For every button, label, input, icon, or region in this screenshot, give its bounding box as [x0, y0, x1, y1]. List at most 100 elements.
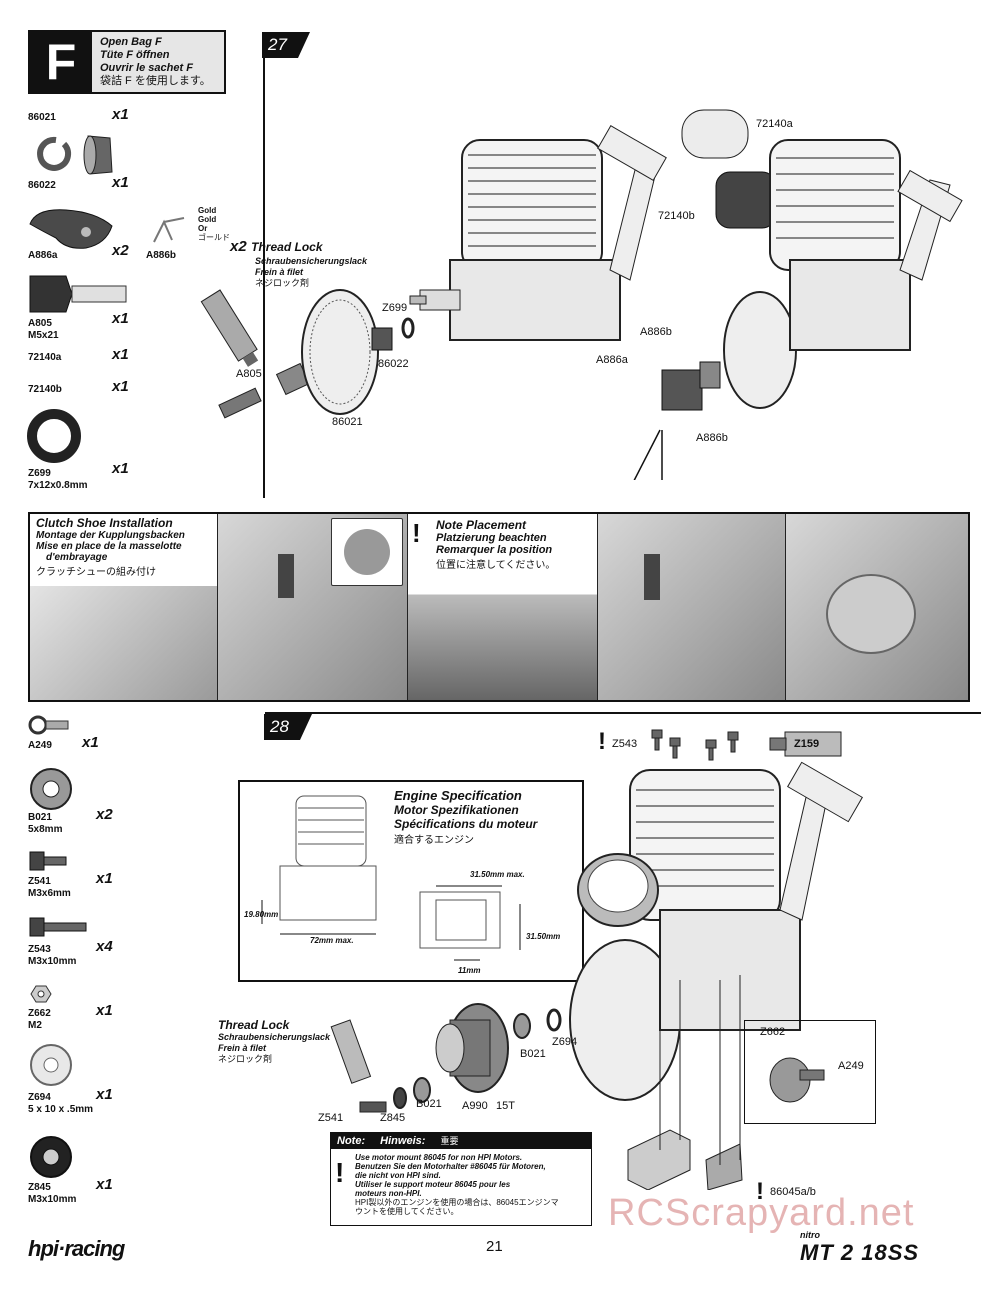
callout-a249: A249	[838, 1060, 864, 1072]
threadlock-28-jp: ネジロック剤	[218, 1054, 273, 1064]
part-code-a886a: A886a	[28, 250, 58, 261]
clutch-de: Montage der Kupplungsbacken	[36, 530, 185, 541]
engine-spec-title-block: Engine Specification Motor Spezifikation…	[394, 788, 537, 846]
note-placement-fr: Remarquer la position	[436, 544, 553, 556]
note-de2: die nicht von HPI sind.	[355, 1171, 441, 1180]
a805-code: A805	[28, 318, 52, 329]
engine-spec-box: Engine Specification Motor Spezifikation…	[238, 780, 584, 982]
note-placement-block: Note Placement Platzierung beachten Rema…	[436, 518, 555, 571]
note-de1: Benutzen Sie den Motorhalter #86045 für …	[355, 1162, 546, 1171]
part-qty-86021: x1	[112, 106, 129, 123]
threadlock-qty: x2	[230, 238, 247, 255]
part-86021-86022-icon	[37, 135, 113, 175]
part-code-z662: Z662 M2	[28, 1008, 51, 1032]
part-qty-z699: x1	[112, 460, 129, 477]
threadlock-27: x2 Thread Lock Schraubensicherungslack F…	[230, 238, 367, 289]
threadlock-title: Thread Lock	[251, 240, 323, 254]
gold-de: Gold	[198, 215, 217, 224]
part-qty-86022: x1	[112, 174, 129, 191]
a805-nut-icon	[218, 362, 311, 419]
threadlock-28-de: Schraubensicherungslack	[218, 1032, 331, 1042]
bag-line-en: Open Bag F	[100, 36, 162, 48]
part-code-a805: A805 M5x21	[28, 318, 59, 342]
callout-a886b-bottom: A886b	[696, 432, 728, 444]
note-fr2: moteurs non-HPI.	[355, 1189, 422, 1198]
note-placement-jp: 位置に注意してください。	[436, 560, 556, 571]
flywheel-icon	[301, 289, 379, 415]
engine-left-icon	[409, 125, 667, 341]
threadlock-28-title: Thread Lock	[218, 1018, 290, 1032]
step-27-illustration	[200, 109, 963, 480]
part-code-z541: Z541 M3x6mm	[28, 876, 71, 900]
dim-base: 11mm	[458, 966, 481, 975]
callout-a886a: A886a	[596, 354, 628, 366]
clutch-photo	[30, 586, 217, 700]
part-code-z699: Z699 7x12x0.8mm	[28, 468, 88, 492]
clutch-bell-icon	[435, 1003, 509, 1093]
note-box: Note: Hinweis: 重要 ! Use motor mount 8604…	[330, 1132, 592, 1226]
gold-jp: ゴールド	[198, 233, 230, 242]
throttle-arm-icon	[769, 1057, 825, 1103]
z699-size: 7x12x0.8mm	[28, 480, 88, 491]
callout-z699: Z699	[382, 302, 408, 314]
part-code-z694: Z694 5 x 10 x .5mm	[28, 1092, 93, 1116]
z699-code: Z699	[28, 468, 51, 479]
clutch-shoe-assembly-icon	[661, 361, 721, 411]
z543-code: Z543	[28, 944, 51, 955]
collet-icon	[371, 327, 393, 351]
engine-spec-jp: 適合するエンジン	[394, 835, 474, 846]
part-code-z543: Z543 M3x10mm	[28, 944, 76, 968]
throttle-detail-box	[744, 1020, 876, 1124]
part-qty-a886a: x2	[112, 242, 129, 259]
clutch-fr2: d'embrayage	[46, 552, 108, 563]
note-placement-title: Note Placement	[436, 518, 527, 532]
gold-fr: Or	[198, 224, 208, 233]
threadlock-tube-icon	[200, 289, 259, 367]
note-jp1: HPI製以外のエンジンを使用の場合は、86045エンジンマ	[355, 1198, 559, 1207]
part-qty-z845: x1	[96, 1176, 113, 1193]
inset-rotate-icon	[331, 518, 403, 586]
callout-86022: 86022	[378, 358, 409, 370]
clutch-title: Clutch Shoe Installation	[36, 516, 173, 530]
washer-icon	[27, 409, 81, 463]
callout-72140b: 72140b	[658, 210, 695, 222]
clutch-jp: クラッチシューの組み付け	[36, 567, 156, 578]
callout-z845: Z845	[380, 1112, 406, 1124]
dim-side: 31.50mm	[526, 932, 561, 941]
dim-width: 31.50mm max.	[470, 870, 525, 879]
part-qty-a805: x1	[112, 310, 129, 327]
gold-label: Gold Gold Or ゴールド	[198, 206, 230, 242]
threadlock-jp: ネジロック剤	[255, 278, 310, 288]
note-body: Use motor mount 86045 for non HPI Motors…	[355, 1153, 559, 1216]
dim-length: 72mm max.	[310, 936, 354, 945]
bag-line-jp: 袋詰 F を使用します。	[100, 75, 211, 87]
part-qty-72140a: x1	[112, 346, 129, 363]
dim-height: 19.80mm	[244, 910, 279, 919]
z845-code: Z845	[28, 1182, 51, 1193]
bag-text: Open Bag F Tüte F öffnen Ouvrir le sache…	[100, 36, 211, 88]
callout-a990: A990	[462, 1100, 488, 1112]
z662-size: M2	[28, 1020, 42, 1031]
b021-code: B021	[28, 812, 52, 823]
note-jp-label: 重要	[440, 1136, 459, 1146]
photo-panel-2	[218, 514, 408, 700]
bag-letter: F	[30, 32, 92, 92]
part-qty-z662: x1	[96, 1002, 113, 1019]
watermark: RCScrapyard.net	[608, 1192, 915, 1234]
photo-panel-clutch: Clutch Shoe Installation Montage der Kup…	[30, 514, 218, 700]
arrow-down-icon	[278, 554, 294, 598]
callout-15t: 15T	[496, 1100, 515, 1112]
screw-short-icon	[29, 851, 67, 871]
engine-spec-de: Motor Spezifikationen	[394, 803, 519, 817]
part-code-86022: 86022	[28, 180, 56, 191]
step-28-number: 28	[264, 714, 312, 740]
part-qty-a249: x1	[82, 734, 99, 751]
part-code-86021: 86021	[28, 112, 56, 123]
photo-panel-note: ! Note Placement Platzierung beachten Re…	[408, 514, 598, 700]
photo-panel-5	[786, 514, 968, 700]
z699-washer-icon	[401, 317, 415, 339]
arrow-down-icon-2	[644, 554, 660, 600]
step-28-rule	[265, 712, 981, 714]
callout-b021-b: B021	[416, 1098, 442, 1110]
note-warning-icon: !	[335, 1157, 345, 1188]
